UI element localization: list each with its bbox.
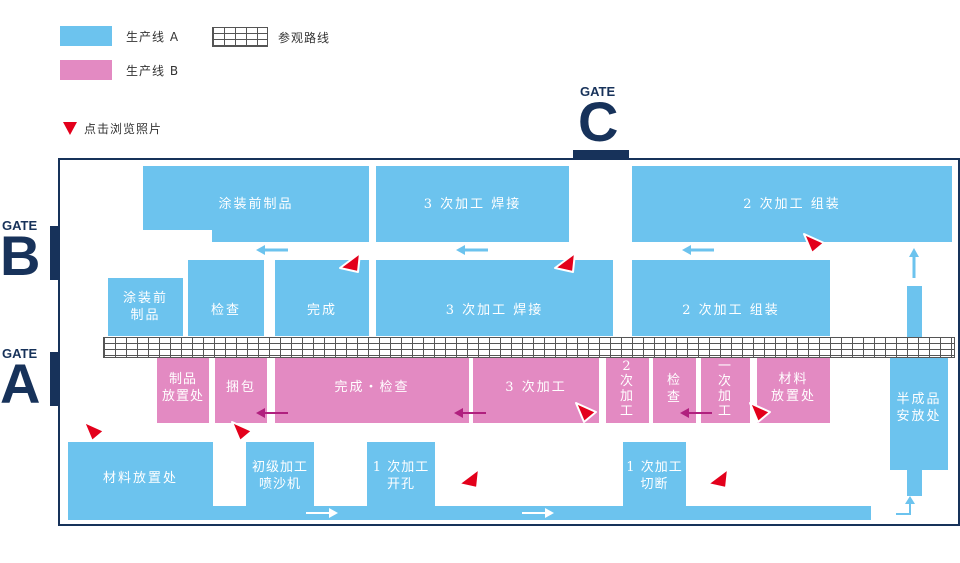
block-initial-process: [246, 442, 314, 520]
label-weld3-top: 3 次加工 焊接: [423, 196, 522, 212]
block-drill1: [367, 442, 435, 520]
label-inspect: 检查: [210, 302, 241, 318]
label-drill1: 1 次加工 开孔: [372, 460, 430, 492]
label-complete: 完成: [306, 302, 337, 318]
photo-marker-icon[interactable]: [553, 252, 577, 274]
flow-arrow-icon: [682, 245, 714, 255]
gate-a-letter: A: [0, 352, 41, 415]
label-assembly2-top: 2 次加工 组装: [743, 196, 841, 212]
block-material-storage: [68, 442, 213, 520]
block-pre-coat-mid: [108, 278, 183, 336]
block-semi-connector-bottom: [907, 470, 922, 496]
label-b-inspect: 检 查: [666, 372, 682, 405]
photo-marker-icon: [63, 122, 77, 135]
flow-arrow-icon: [896, 496, 915, 515]
block-b-complete-inspect: [275, 346, 469, 423]
gate-c-letter: C: [578, 90, 619, 153]
legend-swatch-line-b: [60, 60, 112, 80]
photo-marker-icon[interactable]: [706, 468, 730, 490]
flow-arrow-icon: [909, 248, 919, 278]
block-pre-coat-top: [143, 166, 369, 230]
label-material-storage: 材料放置处: [102, 470, 178, 486]
label-b-complete-inspect: 完成・检查: [334, 380, 410, 395]
block-b-material-storage: [757, 346, 830, 423]
label-b-material-storage: 材料 放置处: [770, 371, 816, 404]
label-b-process3: 3 次加工: [505, 380, 567, 395]
flow-arrow-icon: [766, 508, 798, 518]
block-inspect: [188, 260, 264, 336]
photo-marker-icon[interactable]: [457, 468, 481, 490]
legend-label-tour-route: 参观路线: [278, 31, 331, 45]
flow-arrow-icon: [454, 408, 486, 418]
factory-outline: [58, 158, 960, 526]
legend-label-photo-hint: 点击浏览照片: [84, 122, 163, 136]
label-cut1: 1 次加工 切断: [626, 460, 683, 492]
label-initial-process: 初级加工 喷沙机: [251, 460, 308, 492]
label-b-process1: 一 次 加 工: [717, 358, 733, 419]
block-b-process2: [606, 346, 649, 423]
block-assembly2-mid: [632, 260, 830, 336]
block-cut1: [623, 442, 686, 520]
label-pre-coat-mid: 涂装前 制品: [122, 291, 168, 323]
legend-label-line-b: 生产线 B: [126, 64, 180, 78]
label-weld3-mid: 3 次加工 焊接: [445, 302, 544, 318]
label-b-product-storage: 制品 放置处: [161, 371, 204, 404]
flow-arrow-icon: [256, 408, 288, 418]
gate-a-small-label: GATE: [2, 346, 38, 361]
photo-marker-icon[interactable]: [338, 252, 362, 274]
block-b-product-storage: [157, 346, 209, 423]
label-pre-coat-top: 涂装前制品: [218, 196, 294, 212]
photo-marker-icon[interactable]: [82, 421, 106, 443]
photo-marker-icon[interactable]: [802, 233, 826, 255]
legend-label-line-a: 生产线 A: [126, 30, 180, 44]
photo-marker-icon[interactable]: [230, 421, 254, 443]
block-semi-storage: [890, 346, 948, 470]
label-b-packing: 捆包: [225, 380, 256, 395]
label-b-process2: 2 次 加 工: [619, 358, 635, 419]
block-b-packing: [215, 346, 267, 423]
tour-route: [103, 337, 955, 358]
photo-marker-icon[interactable]: [574, 402, 598, 424]
flow-arrow-icon: [306, 508, 338, 518]
gate-b-letter: B: [0, 224, 41, 287]
legend-swatch-tour-route: [212, 27, 268, 47]
block-assembly2-top: [632, 166, 952, 242]
block-b-process1: [701, 346, 750, 423]
block-pre-coat-top-ext: [212, 228, 369, 242]
flow-arrow-icon: [680, 408, 712, 418]
photo-marker-icon[interactable]: [748, 402, 772, 424]
legend-swatch-line-a: [60, 26, 112, 46]
label-semi-storage: 半成品 安放处: [896, 392, 942, 424]
gate-c-marker: [573, 150, 629, 158]
gate-a-marker: [50, 352, 58, 406]
flow-arrow-icon: [256, 245, 288, 255]
label-assembly2-mid: 2 次加工 组装: [682, 302, 780, 318]
block-complete: [275, 260, 369, 336]
flow-arrow-icon: [522, 508, 554, 518]
flow-arrow-icon: [456, 245, 488, 255]
block-weld3-top: [376, 166, 569, 242]
gate-c-small-label: GATE: [580, 84, 616, 99]
gate-b-small-label: GATE: [2, 218, 38, 233]
gate-b-marker: [50, 226, 58, 280]
block-semi-connector-top: [907, 286, 922, 346]
